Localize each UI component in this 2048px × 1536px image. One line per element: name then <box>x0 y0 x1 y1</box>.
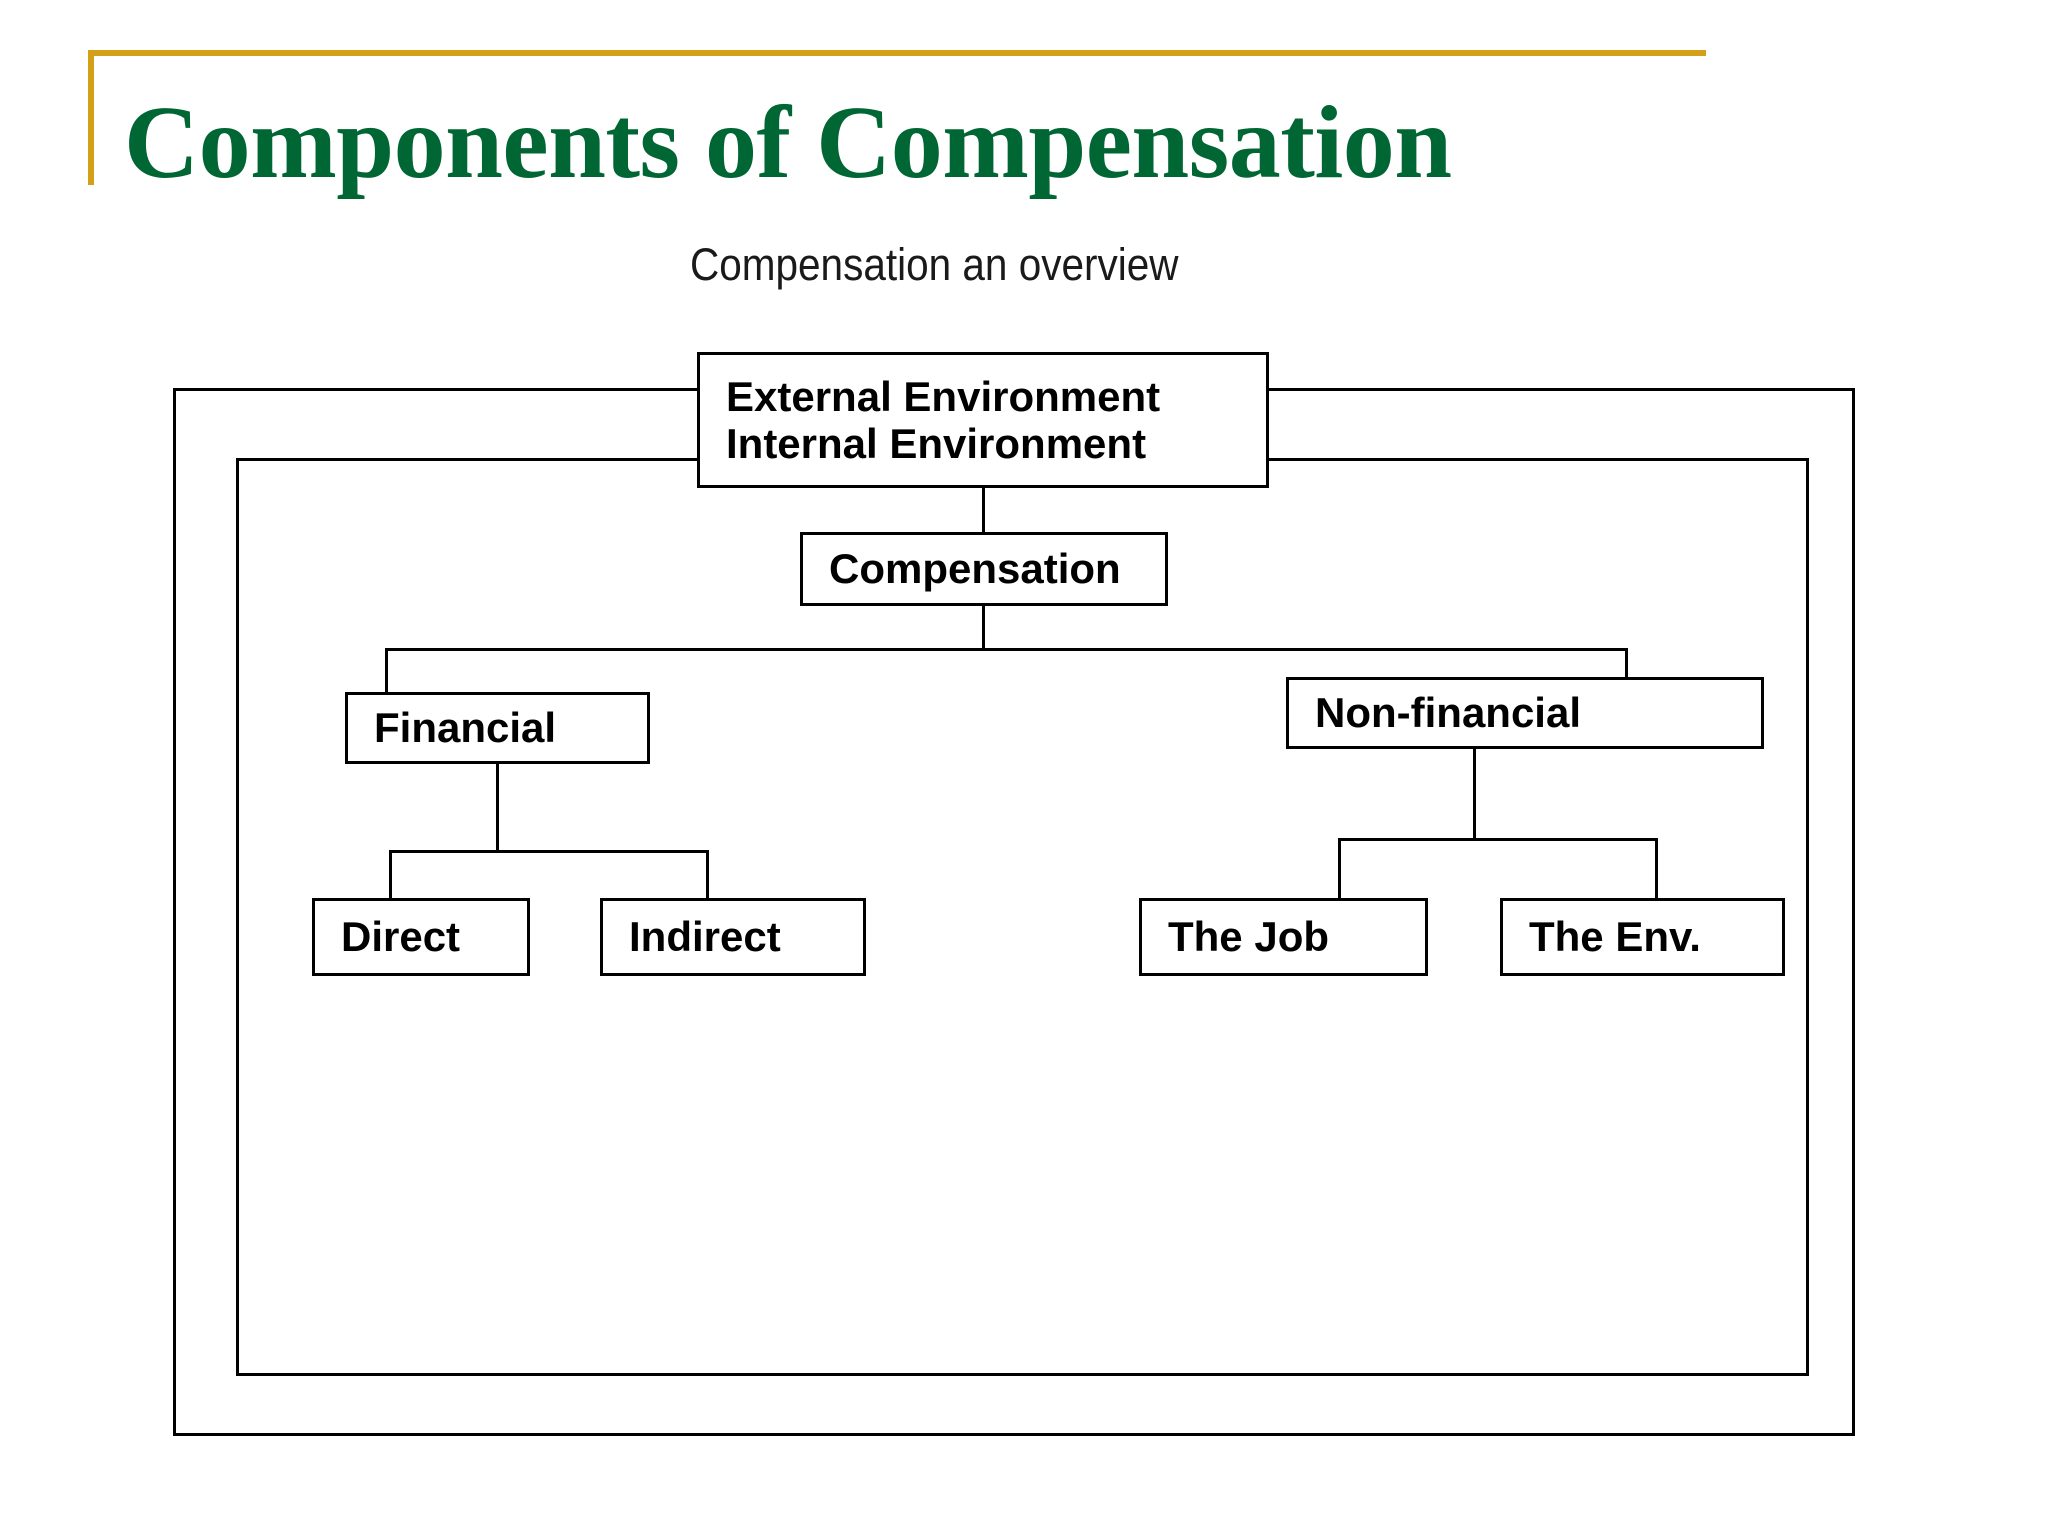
page-title: Components of Compensation <box>124 85 1452 200</box>
node-nonfinancial: Non-financial <box>1286 677 1764 749</box>
title-accent-rule-horizontal <box>88 50 1706 56</box>
connector-financial-down <box>496 762 499 852</box>
node-environment: External Environment Internal Environmen… <box>697 352 1269 488</box>
node-direct-label: Direct <box>341 913 461 961</box>
node-financial: Financial <box>345 692 650 764</box>
node-the-env-label: The Env. <box>1529 913 1701 961</box>
node-nonfinancial-label: Non-financial <box>1315 689 1582 737</box>
diagram-caption: Compensation an overview <box>690 239 1179 290</box>
connector-compensation-split-bar <box>385 648 1628 651</box>
connector-environment-compensation <box>982 486 985 534</box>
connector-nonfinancial-to-theenv <box>1655 838 1658 900</box>
node-the-job: The Job <box>1139 898 1428 976</box>
node-compensation: Compensation <box>800 532 1168 606</box>
connector-financial-to-indirect <box>706 850 709 900</box>
node-the-job-label: The Job <box>1168 913 1330 961</box>
node-compensation-label: Compensation <box>829 545 1121 593</box>
connector-nonfinancial-split-bar <box>1338 838 1658 841</box>
connector-environment-outer-right <box>1266 388 1855 391</box>
node-the-env: The Env. <box>1500 898 1785 976</box>
connector-compensation-to-financial <box>385 648 388 694</box>
connector-environment-outer-left <box>173 388 700 391</box>
node-environment-label: External Environment Internal Environmen… <box>726 372 1161 467</box>
title-accent-rule-vertical <box>88 50 94 185</box>
connector-nonfinancial-to-thejob <box>1338 838 1341 900</box>
node-indirect: Indirect <box>600 898 866 976</box>
node-direct: Direct <box>312 898 530 976</box>
connector-financial-split-bar <box>389 850 709 853</box>
node-financial-label: Financial <box>374 704 557 752</box>
connector-compensation-to-nonfinancial <box>1625 648 1628 679</box>
connector-compensation-down <box>982 604 985 650</box>
node-indirect-label: Indirect <box>629 913 781 961</box>
connector-environment-inner-left <box>236 458 700 461</box>
connector-environment-inner-right <box>1266 458 1809 461</box>
connector-financial-to-direct <box>389 850 392 900</box>
connector-nonfinancial-down <box>1473 749 1476 840</box>
